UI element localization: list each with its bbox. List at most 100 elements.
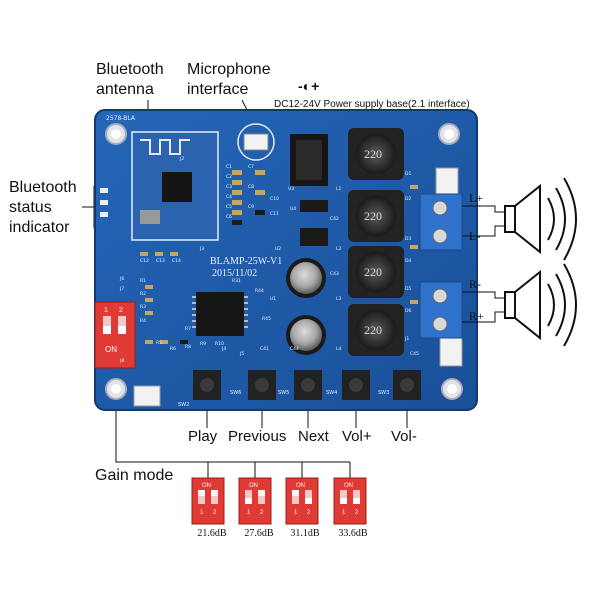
refdes-label: C4 [226, 194, 232, 200]
refdes-label: U4 [290, 206, 296, 212]
sw-label-4: SW4 [326, 390, 337, 396]
gain-dip-4-n2: 2 [355, 510, 359, 516]
refdes-label: J7 [119, 286, 124, 292]
bt-status-label-line2: status [9, 199, 52, 216]
refdes-label: R44 [255, 288, 264, 294]
refdes-label: L4 [336, 346, 342, 352]
onboard-dip-on: ON [105, 345, 117, 354]
gain-mode-label: Gain mode [95, 467, 174, 484]
sw-label-5: SW3 [378, 390, 389, 396]
gain-dip-4 [333, 477, 367, 525]
refdes-label: C13 [156, 258, 165, 264]
bluetooth-antenna-label-line2: antenna [96, 81, 154, 98]
sound-waves [547, 177, 577, 347]
refdes-label: J8 [119, 358, 124, 364]
gain-dip-3-n2: 2 [307, 510, 311, 516]
gain-dip-3-on: ON [296, 483, 305, 489]
power-jack [290, 134, 328, 186]
smd-components [140, 170, 418, 344]
gain-value-3: 31.1dB [290, 528, 320, 539]
refdes-label: C3 [226, 184, 232, 190]
refdes-label: C8 [248, 184, 254, 190]
speaker-wires [462, 205, 507, 323]
mounting-holes [105, 123, 463, 400]
diode [300, 200, 328, 212]
refdes-label: C12 [140, 258, 149, 264]
amplifier-chip [192, 292, 248, 336]
gain-dip-2-on: ON [249, 483, 258, 489]
inductor-2-value: 220 [364, 209, 382, 223]
refdes-label: D3 [405, 236, 411, 242]
bt-status-label-line3: indicator [9, 219, 70, 236]
refdes-label: D1 [405, 171, 411, 177]
gain-dip-3-n1: 1 [294, 510, 298, 516]
refdes-label: J6 [119, 276, 124, 282]
refdes-label: C44 [290, 346, 299, 352]
refdes-label: R10 [215, 341, 224, 347]
refdes-label: C2 [226, 174, 232, 180]
gain-value-1: 21.6dB [197, 528, 227, 539]
refdes-label: D4 [405, 258, 411, 264]
refdes-label: U3 [288, 186, 294, 192]
bottom-left-connector [133, 385, 161, 407]
antenna-trace [140, 139, 190, 155]
refdes-label: C41 [260, 346, 269, 352]
refdes-label: J2 [179, 156, 184, 162]
refdes-label: R4 [140, 318, 146, 324]
refdes-label: U1 [270, 296, 276, 302]
refdes-label: L1 [336, 186, 342, 192]
refdes-label: J4 [221, 346, 226, 352]
refdes-label: R1 [140, 278, 146, 284]
refdes-label: R2 [140, 291, 146, 297]
refdes-label: R6 [170, 346, 176, 352]
microphone-interface-label: Microphone interface [187, 60, 271, 100]
refdes-label: R8 [185, 344, 191, 350]
capacitors [286, 258, 326, 355]
refdes-label: R31 [232, 278, 241, 284]
bluetooth-status-indicator-label: Bluetooth status indicator [9, 178, 77, 238]
board-date-silk: 2015/11/02 [212, 268, 257, 279]
refdes-label: L3 [336, 296, 342, 302]
inductors [348, 128, 404, 356]
power-polarity-symbol: -◐+ [298, 78, 320, 94]
bt-chip [162, 172, 192, 202]
inductor-4-value: 220 [364, 323, 382, 337]
refdes-label: L2 [336, 246, 342, 252]
sw-label-2: SW6 [230, 390, 241, 396]
terminal-r-plus: R+ [469, 309, 484, 323]
refdes-label: U2 [275, 246, 281, 252]
refdes-label: C10 [270, 196, 279, 202]
terminal-blocks [419, 193, 463, 339]
right-connector-top [435, 167, 459, 197]
refdes-label: C7 [248, 164, 254, 170]
gain-dip-2 [238, 477, 272, 525]
gain-dip-2-n2: 2 [260, 510, 264, 516]
refdes-label: C14 [172, 258, 181, 264]
gain-value-2: 27.6dB [244, 528, 274, 539]
refdes-label: D6 [405, 308, 411, 314]
gain-dip-2-n1: 1 [247, 510, 251, 516]
refdes-label: J1 [404, 336, 409, 342]
refdes-label: D5 [405, 286, 411, 292]
refdes-label: D2 [405, 196, 411, 202]
onboard-dip-num-2: 2 [119, 307, 123, 314]
bt-module-silk: 2578-BLA [106, 115, 136, 122]
previous-label: Previous [228, 428, 287, 445]
microphone-interface-label-line1: Microphone [187, 61, 271, 78]
power-supply-label: DC12-24V Power supply base(2.1 interface… [274, 99, 470, 110]
refdes-label: C43 [330, 271, 339, 277]
refdes-label: R9 [200, 341, 206, 347]
gain-dip-1 [191, 477, 225, 525]
inductor-1-value: 220 [364, 147, 382, 161]
refdes-label: R7 [185, 326, 191, 332]
refdes-label: R45 [262, 316, 271, 322]
next-label: Next [298, 428, 329, 445]
gain-dip-4-on: ON [344, 483, 353, 489]
onboard-dip-num-1: 1 [104, 307, 108, 314]
terminal-l-plus: L+ [469, 191, 483, 205]
sw-label-1: SW2 [178, 402, 189, 408]
bluetooth-antenna-label-line1: Bluetooth [96, 61, 164, 78]
refdes-label: R3 [140, 304, 146, 310]
